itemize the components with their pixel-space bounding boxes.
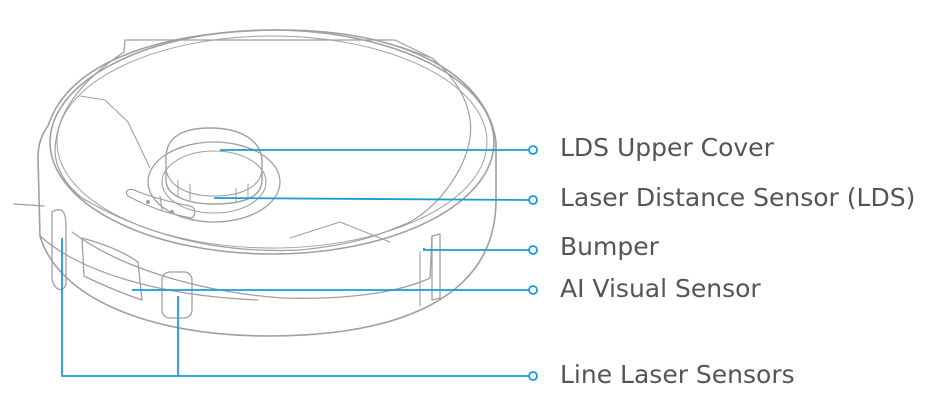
button-panel	[125, 188, 196, 219]
line-laser-window	[161, 271, 193, 319]
leader-laser-distance-sensor	[213, 197, 530, 201]
leader-line-laser-sensors	[61, 238, 529, 377]
ai-camera-window	[81, 237, 143, 301]
leader-bumper	[423, 248, 529, 251]
label-laser-distance-sensor: Laser Distance Sensor (LDS)	[560, 183, 916, 212]
leader-end-dot	[528, 245, 538, 255]
robot-top-shell	[49, 29, 495, 255]
side-window	[51, 209, 67, 291]
leader-end-dot	[528, 195, 538, 205]
robot-bumper	[71, 231, 433, 299]
leader-end-dot	[528, 371, 538, 381]
lds-upper-cover	[165, 127, 263, 205]
label-bumper: Bumper	[560, 232, 659, 261]
label-ai-visual-sensor: AI Visual Sensor	[560, 274, 761, 303]
label-lds-upper-cover: LDS Upper Cover	[560, 133, 774, 162]
leader-end-dot	[528, 285, 538, 295]
lds-base	[147, 141, 281, 223]
leader-end-dot	[528, 145, 538, 155]
robot-lid	[54, 39, 472, 252]
label-line-laser-sensors: Line Laser Sensors	[560, 360, 795, 389]
